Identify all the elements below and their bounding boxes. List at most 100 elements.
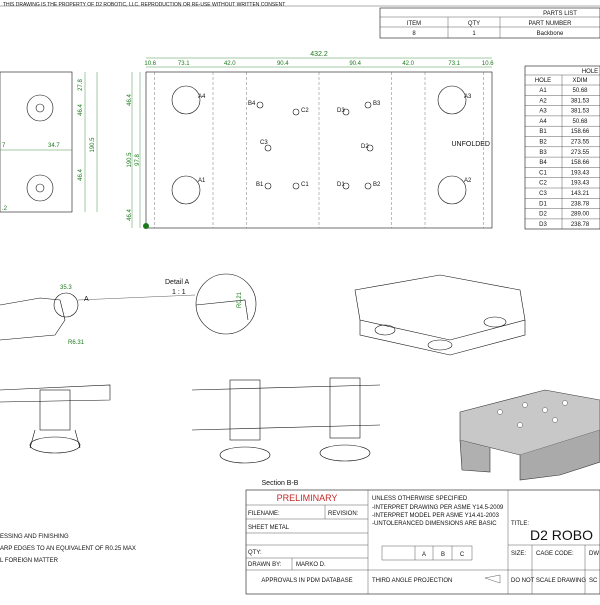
hole-xdim: 158.66 xyxy=(571,160,590,166)
section-label: Section B-B xyxy=(262,480,299,487)
parts-list-cell: Backbone xyxy=(537,31,564,37)
hole-id: B1 xyxy=(539,129,547,135)
detail-scale: 1 : 1 xyxy=(172,289,186,296)
unfolded-label: UNFOLDED xyxy=(451,141,490,148)
hole xyxy=(342,108,350,116)
hole-xdim: 381.53 xyxy=(571,109,590,115)
parts-list-title: PARTS LIST xyxy=(543,11,577,17)
hole-xdim: 193.43 xyxy=(571,181,590,187)
hole-xdim: 238.78 xyxy=(571,201,590,207)
hole-xdim: 238.78 xyxy=(571,222,590,228)
approvals-text: APPROVALS IN PDM DATABASE xyxy=(261,578,352,584)
status-label: PRELIMINARY xyxy=(277,493,338,503)
side-view: 27.8 46.4 190.5 46.4 34.7 7 .2 xyxy=(0,71,98,213)
projection-icon xyxy=(484,574,501,584)
hole xyxy=(264,182,272,190)
side-dim: 190.5 xyxy=(90,137,96,153)
segment-dim: 10.6 xyxy=(482,61,494,67)
parts-list-header-part: PART NUMBER xyxy=(528,21,572,27)
hole-table-header: HOLE xyxy=(535,78,551,84)
hole xyxy=(342,182,350,190)
detail-label: Detail A xyxy=(165,279,189,286)
side-dim: .2 xyxy=(2,206,8,212)
datum-box: C xyxy=(460,552,465,558)
segment-dim: 10.6 xyxy=(144,61,156,67)
parts-list: PARTS LIST ITEM QTY PART NUMBER 8 1 Back… xyxy=(379,7,600,39)
hole-label: D3 xyxy=(337,108,345,114)
qty-label: QTY: xyxy=(248,550,262,556)
note-line: -INTERPRET DRAWING PER ASME Y14.5-2009 xyxy=(372,505,504,511)
dwg-label: DW xyxy=(589,551,599,557)
title-label: TITLE: xyxy=(511,521,529,527)
hole-xdim: 50.68 xyxy=(572,88,588,94)
hole-table-header: XDIM xyxy=(573,78,588,84)
detail-callout: A xyxy=(84,296,89,303)
size-label: SIZE: xyxy=(511,551,526,557)
hole xyxy=(366,144,374,152)
projection-label: THIRD ANGLE PROJECTION xyxy=(372,578,452,584)
segment-dim: 73.1 xyxy=(448,61,460,67)
hole-label: C3 xyxy=(260,140,268,146)
material-label: SHEET METAL xyxy=(248,525,290,531)
hole-label: C2 xyxy=(301,108,309,114)
segment-dim: 90.4 xyxy=(277,61,289,67)
hole-label: D2 xyxy=(361,144,369,150)
parts-list-cell: 8 xyxy=(412,31,416,37)
vacuum-cup-view xyxy=(0,384,111,454)
detail-dim: R6.31 xyxy=(68,340,85,346)
hole xyxy=(364,182,372,190)
note-line: L FOREIGN MATTER xyxy=(0,558,59,564)
hole-label: A3 xyxy=(464,94,472,100)
hole-id: B3 xyxy=(539,150,547,156)
flat-left-dim: 97.8 xyxy=(135,154,141,166)
datum-marker xyxy=(143,223,149,229)
note-line: -UNTOLERANCED DIMENSIONS ARE BASIC xyxy=(372,521,497,527)
hole-id: D1 xyxy=(539,201,547,207)
hole-xdim: 289.00 xyxy=(571,212,590,218)
hole-xdim: 143.21 xyxy=(571,191,590,197)
hole-id: A3 xyxy=(539,109,547,115)
filename-label: FILENAME: xyxy=(248,511,280,517)
datum-box: A xyxy=(422,552,426,558)
note-line: -INTERPRET MODEL PER ASME Y14.41-2003 xyxy=(372,513,500,519)
left-notes: ESSING AND FINISHING ARP EDGES TO AN EQU… xyxy=(0,534,136,564)
title-block: PRELIMINARY FILENAME: REVISION: SHEET ME… xyxy=(245,489,600,595)
hole-id: C2 xyxy=(539,181,547,187)
hole-xdim: 273.55 xyxy=(571,140,590,146)
hole-label: A1 xyxy=(198,178,206,184)
hole xyxy=(264,144,272,152)
hole-label: B3 xyxy=(373,101,381,107)
no-scale-label: DO NOT SCALE DRAWING xyxy=(511,578,586,584)
hole-id: A4 xyxy=(539,119,547,125)
hole xyxy=(292,182,300,190)
parts-list-cell: 1 xyxy=(472,31,476,37)
flat-pattern-view: 432.2 UNFOLDED 46.4 190.5 97.8 46.4 10.6… xyxy=(127,51,494,229)
flat-left-dim: 46.4 xyxy=(127,94,133,106)
drawn-by-label: DRAWN BY: xyxy=(248,562,282,568)
hole xyxy=(437,175,467,205)
hole-id: A1 xyxy=(539,88,547,94)
segment-dim: 73.1 xyxy=(178,61,190,67)
detail-dim: R0.21 xyxy=(237,291,243,308)
iso-part-view xyxy=(459,389,600,481)
hole-xdim: 193.43 xyxy=(571,170,590,176)
hole-xdim: 273.55 xyxy=(571,150,590,156)
hole xyxy=(292,108,300,116)
hole-id: C1 xyxy=(539,170,547,176)
segment-dim: 42.0 xyxy=(402,61,414,67)
note-line: ARP EDGES TO AN EQUIVALENT OF R0.25 MAX xyxy=(0,546,136,552)
detail-view-left: A 35.3 R6.31 xyxy=(0,285,196,346)
hole-xdim: 50.68 xyxy=(572,119,588,125)
hole-label: B4 xyxy=(248,101,256,107)
hole-id: A2 xyxy=(539,98,547,104)
hole-xdim: 381.53 xyxy=(571,98,590,104)
side-dim: 46.4 xyxy=(78,169,84,181)
hole-id: C3 xyxy=(539,191,547,197)
drawing-title: D2 ROBO xyxy=(530,527,593,543)
note-line: ESSING AND FINISHING xyxy=(0,534,69,540)
flat-left-dim: 190.5 xyxy=(127,152,133,168)
hole-label: D1 xyxy=(337,182,345,188)
hole-id: D3 xyxy=(539,222,547,228)
